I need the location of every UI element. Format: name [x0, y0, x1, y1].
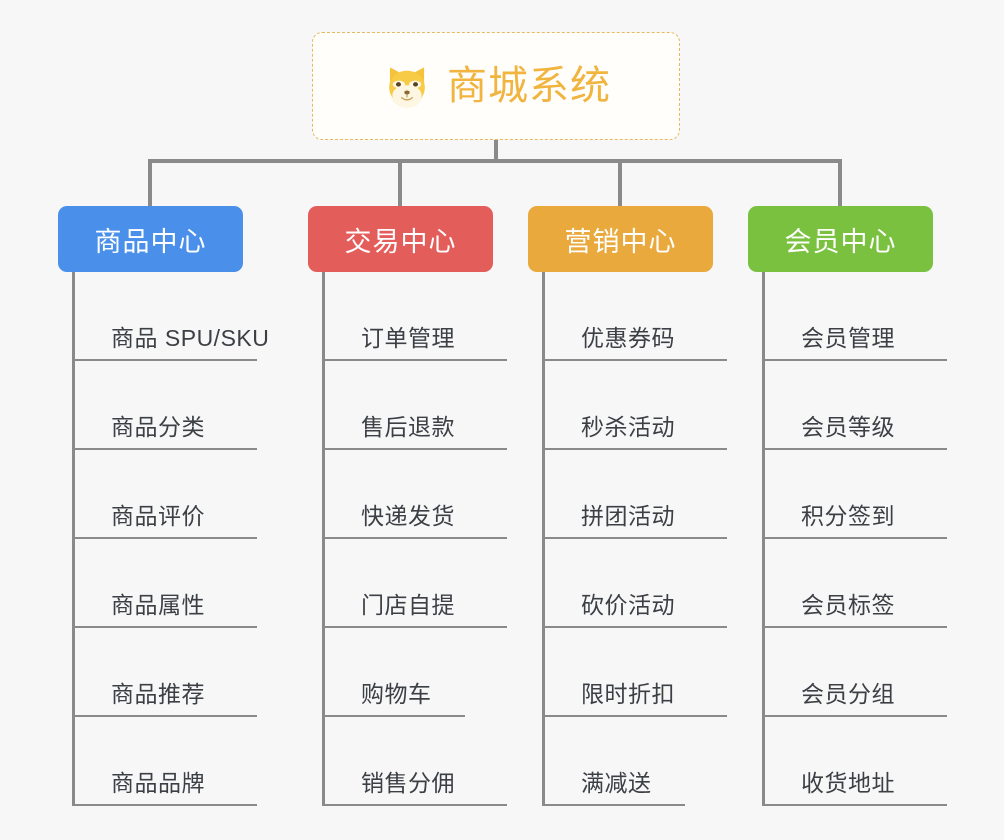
leaf-item[interactable]: 优惠券码: [545, 272, 727, 361]
leaf-item[interactable]: 销售分佣: [325, 717, 507, 806]
leaf-label: 限时折扣: [581, 681, 675, 707]
leaf-label: 购物车: [361, 681, 432, 707]
branch-header-4[interactable]: 会员中心: [748, 206, 933, 272]
leaf-item[interactable]: 商品推荐: [75, 628, 257, 717]
leaf-label: 会员等级: [801, 414, 895, 440]
leaf-label: 收货地址: [801, 770, 895, 796]
leaf-label: 拼团活动: [581, 503, 675, 529]
branch-header-2[interactable]: 交易中心: [308, 206, 493, 272]
branch-leaf-list-3: 优惠券码 秒杀活动 拼团活动 砍价活动 限时折扣 满减送: [542, 272, 727, 806]
leaf-label: 商品推荐: [111, 681, 205, 707]
branch-drop-connector-3: [618, 159, 622, 207]
root-title: 商城系统: [447, 64, 611, 108]
branch-header-1[interactable]: 商品中心: [58, 206, 243, 272]
branch-leaf-list-4: 会员管理 会员等级 积分签到 会员标签 会员分组 收货地址: [762, 272, 947, 806]
shiba-dog-face-icon: [381, 60, 433, 112]
leaf-label: 订单管理: [361, 325, 455, 351]
leaf-item[interactable]: 会员分组: [765, 628, 947, 717]
branch-leaf-list-1: 商品 SPU/SKU 商品分类 商品评价 商品属性 商品推荐 商品品牌: [72, 272, 269, 806]
leaf-item[interactable]: 门店自提: [325, 539, 507, 628]
branch-drop-connector-2: [398, 159, 402, 207]
leaf-label: 满减送: [581, 770, 652, 796]
branch-header-3[interactable]: 营销中心: [528, 206, 713, 272]
leaf-item[interactable]: 商品品牌: [75, 717, 257, 806]
leaf-label: 会员分组: [801, 681, 895, 707]
branch-column-4: 会员中心 会员管理 会员等级 积分签到 会员标签 会员分组 收货地址: [748, 206, 947, 806]
leaf-label: 商品 SPU/SKU: [111, 325, 270, 351]
leaf-label: 会员管理: [801, 325, 895, 351]
leaf-item[interactable]: 商品分类: [75, 361, 257, 450]
leaf-item[interactable]: 拼团活动: [545, 450, 727, 539]
branch-bus-connector: [148, 159, 842, 163]
leaf-item[interactable]: 限时折扣: [545, 628, 727, 717]
leaf-item[interactable]: 收货地址: [765, 717, 947, 806]
branch-column-3: 营销中心 优惠券码 秒杀活动 拼团活动 砍价活动 限时折扣 满减送: [528, 206, 727, 806]
leaf-item[interactable]: 商品属性: [75, 539, 257, 628]
leaf-label: 门店自提: [361, 592, 455, 618]
root-stem-connector: [494, 140, 498, 162]
leaf-label: 商品评价: [111, 503, 205, 529]
leaf-item[interactable]: 商品评价: [75, 450, 257, 539]
branch-drop-connector-4: [838, 159, 842, 207]
branch-drop-connector-1: [148, 159, 152, 207]
leaf-item[interactable]: 订单管理: [325, 272, 507, 361]
leaf-item[interactable]: 会员等级: [765, 361, 947, 450]
leaf-label: 商品分类: [111, 414, 205, 440]
leaf-label: 商品品牌: [111, 770, 205, 796]
leaf-item[interactable]: 商品 SPU/SKU: [75, 272, 269, 361]
leaf-label: 会员标签: [801, 592, 895, 618]
leaf-label: 快递发货: [361, 503, 455, 529]
branch-column-1: 商品中心 商品 SPU/SKU 商品分类 商品评价 商品属性 商品推荐 商品品牌: [58, 206, 269, 806]
leaf-item[interactable]: 积分签到: [765, 450, 947, 539]
leaf-label: 积分签到: [801, 503, 895, 529]
branch-leaf-list-2: 订单管理 售后退款 快递发货 门店自提 购物车 销售分佣: [322, 272, 507, 806]
leaf-item[interactable]: 秒杀活动: [545, 361, 727, 450]
leaf-label: 商品属性: [111, 592, 205, 618]
leaf-label: 砍价活动: [581, 592, 675, 618]
leaf-item[interactable]: 砍价活动: [545, 539, 727, 628]
leaf-label: 销售分佣: [361, 770, 455, 796]
leaf-label: 售后退款: [361, 414, 455, 440]
leaf-item[interactable]: 快递发货: [325, 450, 507, 539]
leaf-item[interactable]: 会员管理: [765, 272, 947, 361]
leaf-label: 优惠券码: [581, 325, 675, 351]
leaf-item[interactable]: 售后退款: [325, 361, 507, 450]
leaf-item[interactable]: 购物车: [325, 628, 465, 717]
leaf-label: 秒杀活动: [581, 414, 675, 440]
leaf-item[interactable]: 满减送: [545, 717, 685, 806]
branch-column-2: 交易中心 订单管理 售后退款 快递发货 门店自提 购物车 销售分佣: [308, 206, 507, 806]
root-node[interactable]: 商城系统: [312, 32, 680, 140]
leaf-item[interactable]: 会员标签: [765, 539, 947, 628]
